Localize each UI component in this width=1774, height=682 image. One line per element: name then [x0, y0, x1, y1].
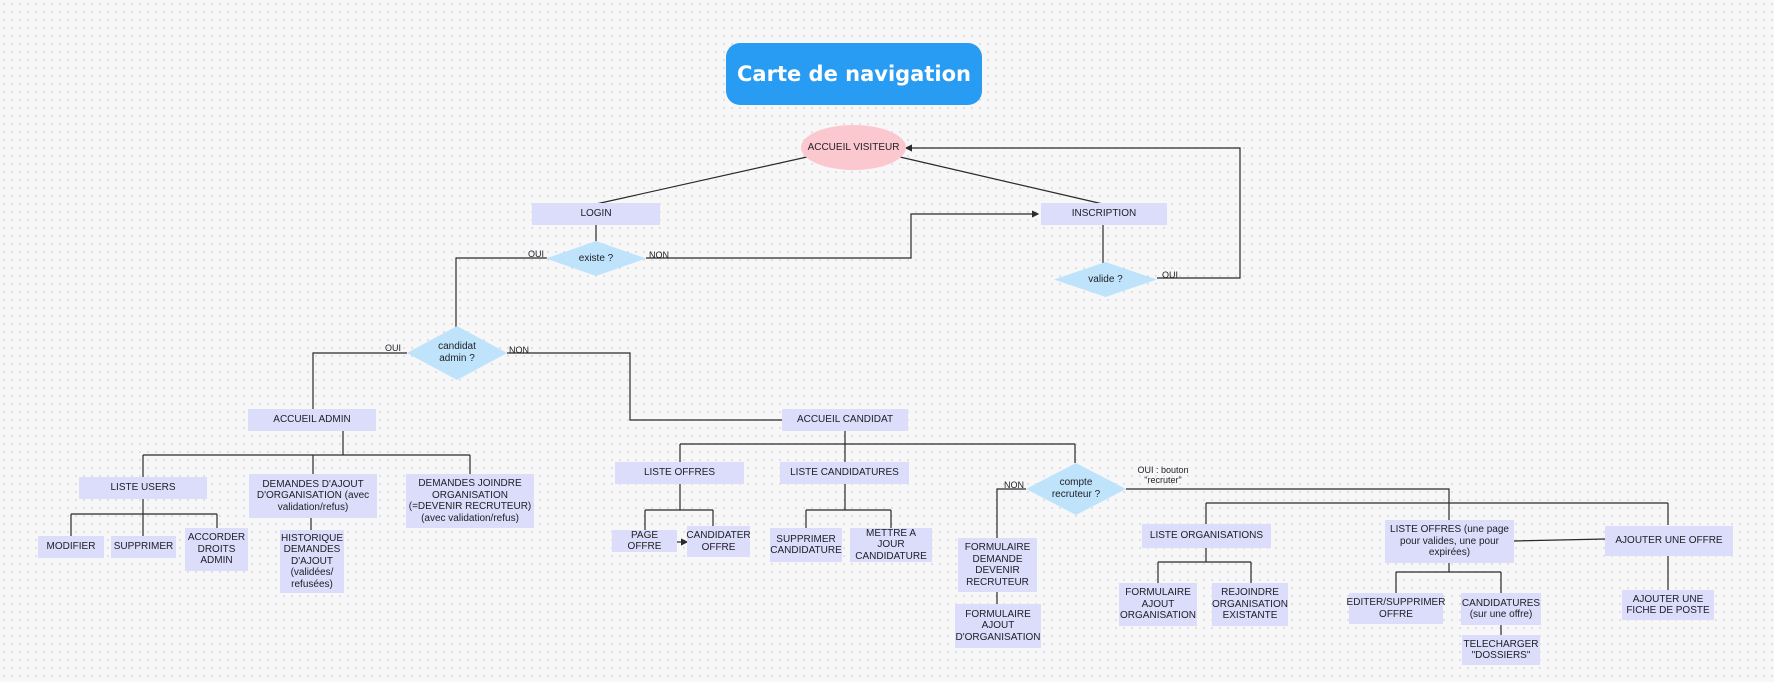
liste-organisations-node: LISTE ORGANISATIONS	[1142, 524, 1271, 548]
accorder-droits-admin-node: ACCORDER DROITS ADMIN	[185, 528, 248, 571]
editer-supprimer-offre-node: EDITER/SUPPRIMER OFFRE	[1347, 593, 1445, 624]
supprimer-candidature-node: SUPPRIMER CANDIDATURE	[770, 528, 842, 562]
formulaire-ajout-organisation-node: FORMULAIRE AJOUT ORGANISATION	[1119, 583, 1197, 626]
candidatures-offre-node: CANDIDATURES (sur une offre)	[1461, 593, 1541, 625]
accueil-candidat-node: ACCUEIL CANDIDAT	[782, 409, 908, 431]
valide-oui-label: OUI	[1162, 270, 1179, 280]
existe-oui-label: OUI	[528, 249, 545, 259]
page-title: Carte de navigation	[726, 43, 982, 105]
accueil-visiteur-node: ACCUEIL VISITEUR	[801, 125, 906, 170]
liste-offres-recruteur-node: LISTE OFFRES (une page pour valides, une…	[1385, 520, 1514, 563]
valide-label: valide ?	[1088, 273, 1123, 285]
admin-non-label: NON	[509, 345, 529, 355]
telecharger-dossiers-node: TELECHARGER "DOSSIERS"	[1462, 635, 1540, 665]
demandes-ajout-organisation-node: DEMANDES D'AJOUT D'ORGANISATION (avec va…	[249, 474, 377, 518]
ajouter-une-offre-node: AJOUTER UNE OFFRE	[1605, 526, 1733, 556]
existe-non-label: NON	[649, 250, 669, 260]
candidat-admin-decision: candidat admin ?	[407, 326, 507, 380]
valide-decision: valide ?	[1054, 262, 1157, 297]
login-node: LOGIN	[532, 203, 660, 225]
liste-offres-node: LISTE OFFRES	[615, 462, 744, 484]
liste-candidatures-node: LISTE CANDIDATURES	[780, 462, 909, 484]
recruteur-oui-label: OUI : bouton "recruter"	[1137, 465, 1189, 485]
admin-oui-label: OUI	[385, 343, 402, 353]
formulaire-devenir-recruteur-node: FORMULAIRE DEMANDE DEVENIR RECRUTEUR	[958, 538, 1037, 592]
existe-label: existe ?	[578, 252, 614, 264]
candidat-admin-label: candidat admin ?	[438, 341, 476, 364]
historique-demandes-node: HISTORIQUE DEMANDES D'AJOUT (validées/ r…	[280, 530, 344, 593]
demandes-joindre-organisation-node: DEMANDES JOINDRE ORGANISATION (=DEVENIR …	[406, 474, 534, 528]
modifier-node: MODIFIER	[38, 536, 104, 558]
rejoindre-organisation-node: REJOINDRE ORGANISATION EXISTANTE	[1212, 583, 1288, 626]
mettre-a-jour-candidature-node: METTRE A JOUR CANDIDATURE	[850, 528, 932, 562]
page-offre-node: PAGE OFFRE	[612, 530, 677, 552]
accueil-admin-node: ACCUEIL ADMIN	[248, 409, 376, 431]
candidater-offre-node: CANDIDATER OFFRE	[686, 526, 751, 557]
recruteur-non-label: NON	[1004, 480, 1024, 490]
formulaire-ajout-organisation-candidat-node: FORMULAIRE AJOUT D'ORGANISATION	[955, 604, 1041, 648]
inscription-node: INSCRIPTION	[1041, 203, 1167, 225]
compte-recruteur-label: compte recruteur ?	[1051, 477, 1101, 500]
supprimer-node: SUPPRIMER	[111, 536, 176, 558]
ajouter-fiche-de-poste-node: AJOUTER UNE FICHE DE POSTE	[1622, 590, 1714, 620]
compte-recruteur-decision: compte recruteur ?	[1026, 463, 1126, 515]
liste-users-node: LISTE USERS	[79, 477, 207, 499]
existe-decision: existe ?	[546, 241, 646, 276]
